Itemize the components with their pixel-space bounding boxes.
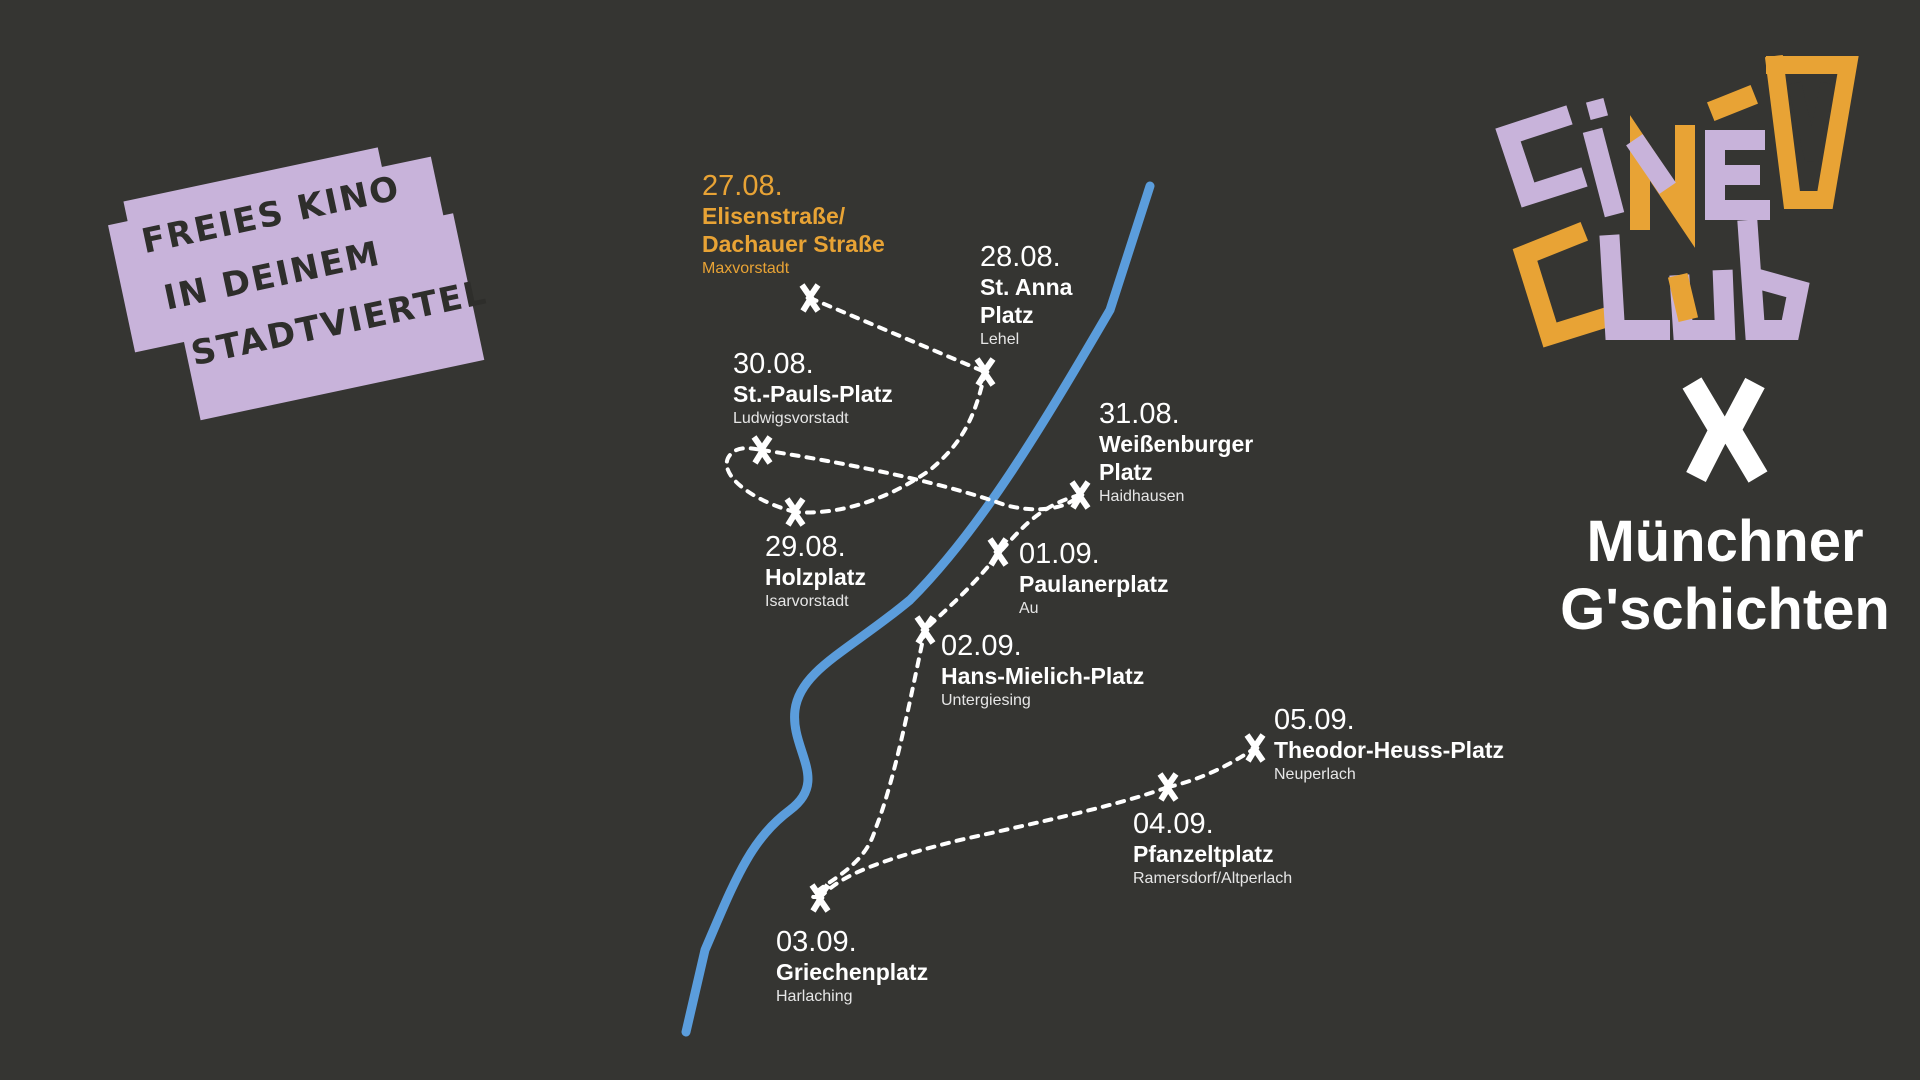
x-marker-icon [1157,772,1179,802]
stop-place: Griechenplatz [776,959,929,985]
stop-district: Haidhausen [1099,488,1185,505]
stop-place: Hans-Mielich-Platz [941,663,1145,689]
stop-02-09: 02.09. Hans-Mielich-Platz Untergiesing [941,630,1144,712]
stop-place: Theodor-Heuss-Platz [1274,737,1505,763]
partner-line-2: G'schichten [1560,577,1890,642]
stop-district: Ludwigsvorstadt [733,410,849,427]
stop-date: 02.09. [941,630,1022,662]
stop-date: 05.09. [1274,704,1355,736]
isar-river [681,181,1155,1037]
x-marker-icon [784,497,806,527]
stop-date: 03.09. [776,926,857,958]
stop-date: 27.08. [702,170,783,202]
stop-date: 30.08. [733,348,814,380]
stop-place: Elisenstraße/ Dachauer Straße [702,203,885,257]
stop-date: 28.08. [980,241,1061,273]
stop-30-08: 30.08. St.-Pauls-Platz Ludwigsvorstadt [733,348,893,430]
stop-28-08: 28.08. St. Anna Platz Lehel [980,241,1100,351]
cine-club-logo: Münchner G'schichten [1480,30,1920,690]
stop-district: Neuperlach [1274,766,1356,783]
stop-place: Holzplatz [765,564,866,590]
x-separator-icon [1682,377,1768,483]
x-marker-icon [1244,733,1266,763]
stop-place: Paulanerplatz [1019,571,1169,597]
x-marker-icon [751,435,773,465]
stop-place: St.-Pauls-Platz [733,381,893,407]
x-marker-icon [809,883,831,913]
x-marker-icon [799,283,821,313]
stop-04-09: 04.09. Pfanzeltplatz Ramersdorf/Altperla… [1133,808,1292,890]
stop-district: Maxvorstadt [702,260,790,277]
stop-31-08: 31.08. Weißenburger Platz Haidhausen [1099,398,1289,508]
stop-markers [751,283,1266,913]
stop-district: Lehel [980,331,1020,348]
stop-district: Au [1019,600,1039,617]
stop-date: 29.08. [765,531,846,563]
stop-place: St. Anna Platz [980,274,1073,328]
stop-date: 31.08. [1099,398,1180,430]
stop-05-09: 05.09. Theodor-Heuss-Platz Neuperlach [1274,704,1504,786]
stop-district: Ramersdorf/Altperlach [1133,870,1293,887]
x-marker-icon [1069,480,1091,510]
stop-district: Harlaching [776,988,853,1005]
x-marker-icon [914,615,936,645]
route-line [724,296,1257,900]
stop-date: 04.09. [1133,808,1214,840]
stop-27-08: 27.08. Elisenstraße/ Dachauer Straße Max… [702,170,932,280]
stop-date: 01.09. [1019,538,1100,570]
stop-03-09: 03.09. Griechenplatz Harlaching [776,926,928,1008]
stop-place: Pfanzeltplatz [1133,841,1274,867]
cine-club-wordmark [1495,54,1859,348]
stop-district: Untergiesing [941,692,1031,709]
x-marker-icon [987,537,1009,567]
stop-29-08: 29.08. Holzplatz Isarvorstadt [765,531,866,613]
stop-01-09: 01.09. Paulanerplatz Au [1019,538,1169,620]
partner-line-1: Münchner [1586,509,1864,574]
stop-place: Weißenburger Platz [1099,431,1254,485]
x-marker-icon [974,357,996,387]
stop-district: Isarvorstadt [765,593,849,610]
